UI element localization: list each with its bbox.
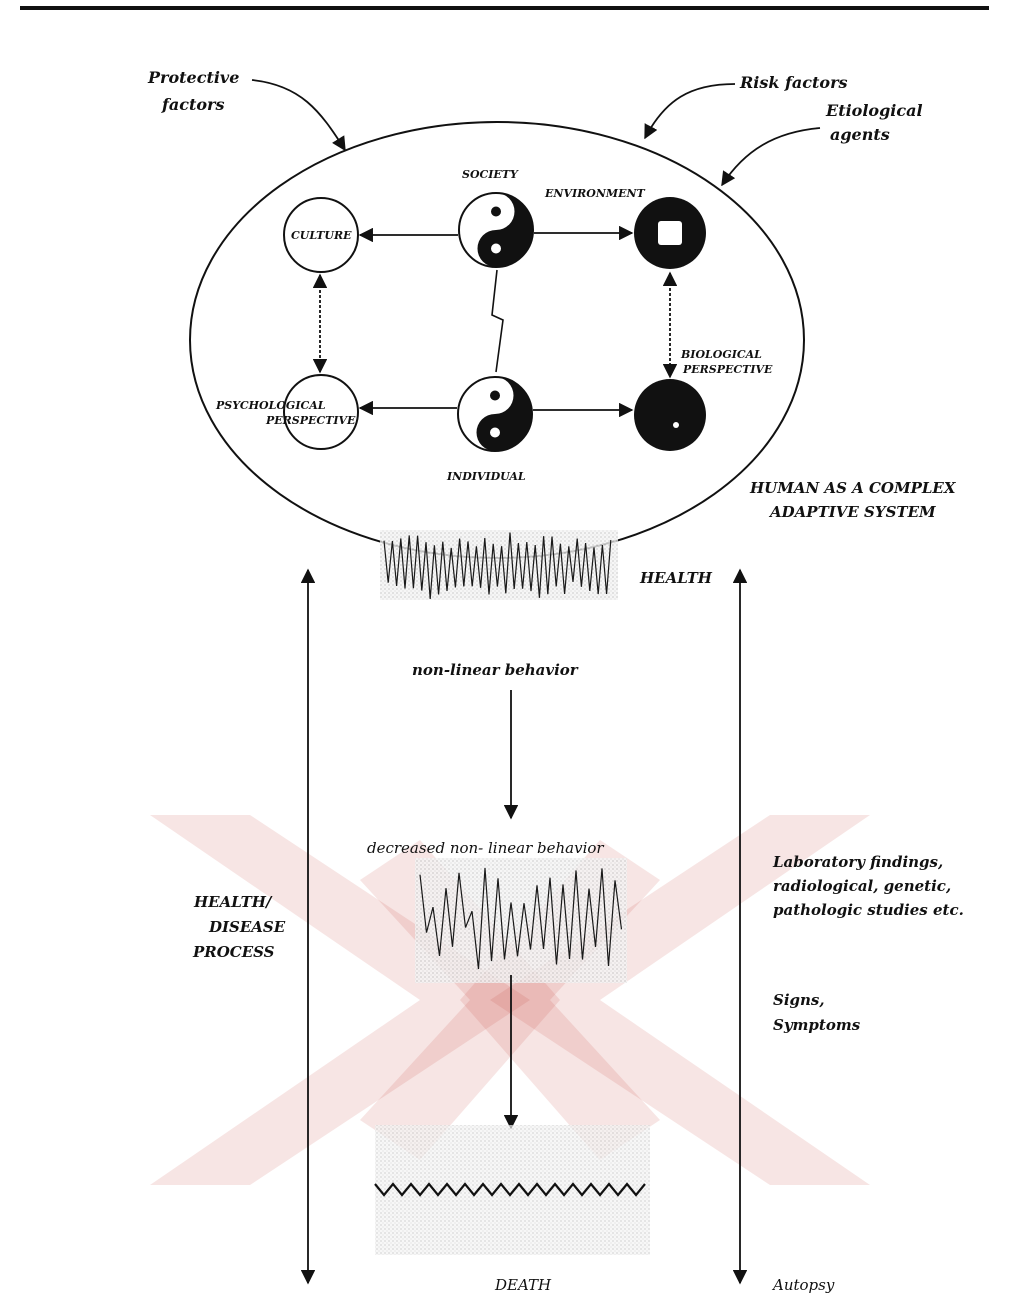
society-yin-yang-icon xyxy=(459,193,533,267)
biological-node xyxy=(634,379,706,451)
health-disease-process-label: HEALTH/ DISEASE PROCESS xyxy=(192,893,290,961)
protective-factors-label: Protective factors xyxy=(147,68,245,114)
decreased-nonlinear-label: decreased non- linear behavior xyxy=(367,839,604,857)
nonlinear-behavior-label: non-linear behavior xyxy=(412,661,579,679)
environment-node xyxy=(634,197,706,269)
society-label: SOCIETY xyxy=(462,168,519,181)
decreased-wave-bg xyxy=(415,858,627,983)
complex-system-ellipse xyxy=(190,122,804,558)
environment-label: ENVIRONMENT xyxy=(544,187,646,200)
protective-factors-arrow xyxy=(252,80,345,150)
laboratory-findings-label: Laboratory findings, radiological, genet… xyxy=(772,853,964,919)
etiological-agents-label: Etiological agents xyxy=(825,101,928,144)
risk-factors-arrow xyxy=(645,84,735,138)
culture-label: CULTURE xyxy=(291,229,352,242)
individual-yin-yang-icon xyxy=(458,377,532,451)
human-system-label: HUMAN AS A COMPLEX ADAPTIVE SYSTEM xyxy=(749,479,961,521)
risk-factors-label: Risk factors xyxy=(739,73,848,92)
death-label: DEATH xyxy=(494,1276,552,1294)
etiological-agents-arrow xyxy=(722,128,820,185)
autopsy-label: Autopsy xyxy=(771,1276,835,1294)
signs-symptoms-label: Signs, Symptoms xyxy=(773,991,861,1034)
individual-label: INDIVIDUAL xyxy=(446,470,526,483)
psychological-node xyxy=(284,375,358,449)
health-label: HEALTH xyxy=(639,569,713,587)
